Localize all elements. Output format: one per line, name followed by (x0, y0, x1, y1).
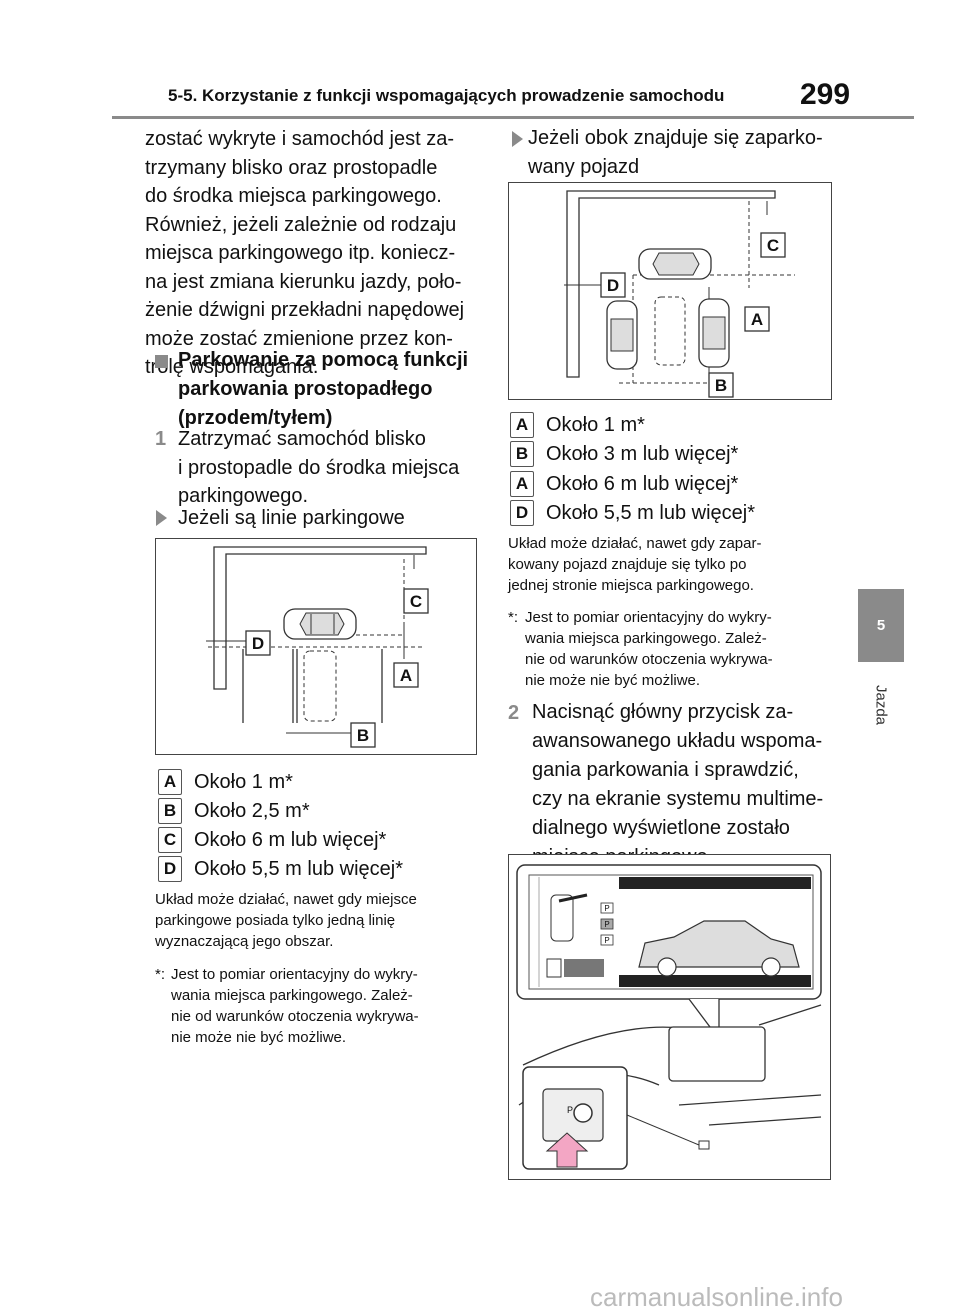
screen-p1: P (604, 904, 609, 913)
text-line: Jest to pomiar orientacyjny do wykry- (525, 609, 772, 626)
legend-letter: B (510, 441, 534, 467)
footnote1-mark: *: (155, 966, 166, 983)
chapter-tab[interactable]: 5 (858, 589, 904, 662)
note1: Układ może działać, nawet gdy miejsce pa… (155, 889, 417, 952)
text-line: Zatrzymać samochód blisko (178, 428, 426, 450)
footnote2-mark: *: (508, 609, 519, 626)
section-heading: Parkowanie za pomocą funkcji parkowania … (178, 346, 468, 433)
text-line: wania miejsca parkingowego. Zależ- (525, 630, 767, 647)
watermark: carmanualsonline.info (590, 1282, 843, 1312)
footnote2: Jest to pomiar orientacyjny do wykry- wa… (525, 607, 773, 691)
park-button-letter: P (567, 1105, 573, 1115)
text-line: parkingowego. (178, 485, 309, 507)
text-line: do środka miejsca parkingowego. (145, 185, 442, 207)
text-line: trzymany blisko oraz prostopadle (145, 156, 438, 179)
section-bullet-icon (155, 355, 168, 368)
legend-letter: D (158, 856, 182, 882)
text-line: zostać wykryte i samochód jest za- (145, 128, 454, 150)
legend-letter: A (510, 471, 534, 497)
header-rule (112, 116, 914, 119)
text-line: miejsca parkingowego itp. koniecz- (145, 242, 456, 264)
chapter-label: Jazda (858, 670, 904, 740)
step-number: 2 (508, 702, 520, 724)
dashboard-svg: P P P P (516, 864, 822, 1170)
parking-lines-diagram: C D A B (155, 538, 477, 755)
triangle-bullet-icon (156, 510, 167, 526)
text-line: nie może nie być możliwe. (171, 1029, 347, 1046)
fig1-label-c: C (410, 592, 422, 611)
text-line: i prostopadle do środka miejsca (178, 456, 460, 479)
text-line: kowany pojazd znajduje się tylko po (508, 556, 747, 573)
parked-vehicle-diagram: C D A B (508, 182, 832, 400)
screen-p2: P (604, 920, 609, 929)
legend-text: Około 6 m lub więcej* (546, 473, 739, 495)
text-line: trolę wspomagania. (145, 356, 319, 378)
case1-title: Jeżeli są linie parkingowe (178, 507, 405, 529)
case2-title: Jeżeli obok znajduje się zaparko- wany p… (528, 124, 823, 181)
footnote1: Jest to pomiar orientacyjny do wykry- wa… (171, 964, 419, 1048)
parked-vehicle-svg: C D A B (564, 190, 795, 398)
parking-lines-svg: C D A B (206, 546, 429, 748)
screen-p3: P (604, 936, 609, 945)
heading-line: Parkowanie za pomocą funkcji (178, 349, 469, 371)
chapter-label-text: Jazda (872, 684, 890, 726)
text-line: nie od warunków otoczenia wykrywa- (171, 1008, 419, 1025)
legend-letter: B (158, 798, 182, 824)
text-line: Układ może działać, nawet gdy zapar- (508, 535, 762, 552)
text-line: wyznaczającą jego obszar. (155, 933, 334, 950)
fig2-label-c: C (767, 236, 779, 255)
legend-text: Około 2,5 m* (194, 800, 310, 822)
fig1-label-d: D (252, 634, 264, 653)
fig2-label-b: B (715, 376, 727, 395)
legend-text: Około 5,5 m lub więcej* (194, 858, 403, 880)
heading-line: (przodem/tyłem) (178, 407, 333, 429)
text-line: może zostać zmienione przez kon- (145, 327, 453, 350)
step1-text: Zatrzymać samochód blisko i prostopadle … (178, 425, 459, 511)
legend-text: Około 6 m lub więcej* (194, 829, 387, 851)
page-number: 299 (800, 78, 851, 111)
text-line: nie może nie być możliwe. (525, 672, 701, 689)
multimedia-screen-illustration: P P P P (508, 854, 831, 1180)
legend-text: Około 1 m* (546, 414, 645, 436)
text-line: dialnego wyświetlone zostało (532, 817, 790, 839)
text-line: Układ może działać, nawet gdy miejsce (155, 891, 417, 908)
text-line: na jest zmiana kierunku jazdy, poło- (145, 270, 462, 293)
text-line: żenie dźwigni przekładni napędowej (145, 299, 465, 321)
text-line: awansowanego układu wspoma- (532, 730, 823, 752)
text-line: Również, jeżeli zależnie od rodzaju (145, 213, 457, 236)
text-line: Nacisnąć główny przycisk za- (532, 701, 794, 723)
car-shape (283, 608, 357, 640)
text-line: parkingowe posiada tylko jedną linię (155, 912, 396, 929)
text-line: gania parkowania i sprawdzić, (532, 759, 799, 781)
fig2-label-a: A (751, 310, 763, 329)
text-line: wany pojazd (528, 155, 640, 178)
text-line: Jeżeli obok znajduje się zaparko- (528, 127, 823, 149)
text-line: Jest to pomiar orientacyjny do wykry- (171, 966, 418, 983)
legend-text: Około 5,5 m lub więcej* (546, 502, 755, 524)
legend-text: Około 1 m* (194, 771, 293, 793)
chapter-number: 5 (876, 617, 886, 634)
text-line: nie od warunków otoczenia wykrywa- (525, 651, 773, 668)
legend-text: Około 3 m lub więcej* (546, 443, 739, 465)
legend-letter: C (158, 827, 182, 853)
legend-letter: A (158, 769, 182, 795)
legend-letter: A (510, 412, 534, 438)
text-line: czy na ekranie systemu multime- (532, 788, 824, 810)
legend-letter: D (510, 500, 534, 526)
triangle-bullet-icon (512, 131, 523, 147)
fig1-label-a: A (400, 666, 412, 685)
intro-paragraph: zostać wykryte i samochód jest za- trzym… (145, 125, 464, 382)
step-number: 1 (155, 428, 167, 450)
text-line: jednej stronie miejsca parkingowego. (508, 577, 754, 594)
fig1-label-b: B (357, 726, 369, 745)
text-line: wania miejsca parkingowego. Zależ- (171, 987, 413, 1004)
fig2-label-d: D (607, 276, 619, 295)
step2-text: Nacisnąć główny przycisk za- awansowaneg… (532, 698, 823, 872)
header-title: 5-5. Korzystanie z funkcji wspomagającyc… (168, 86, 725, 105)
note2: Układ może działać, nawet gdy zapar- kow… (508, 533, 761, 596)
heading-line: parkowania prostopadłego (178, 378, 433, 400)
